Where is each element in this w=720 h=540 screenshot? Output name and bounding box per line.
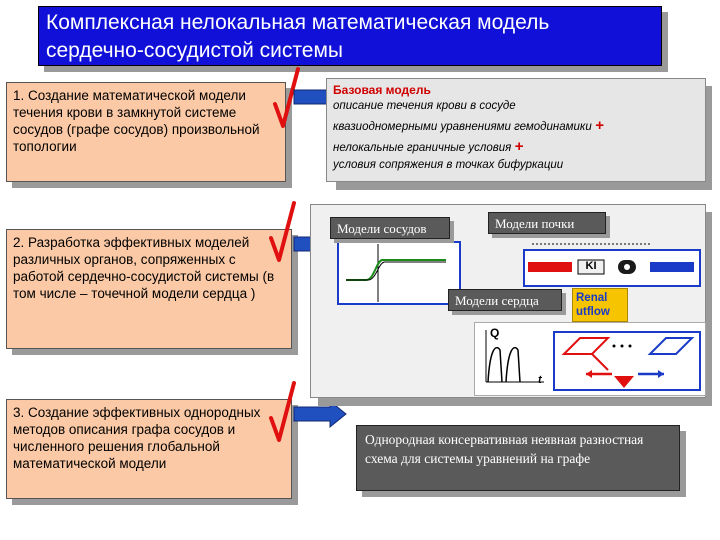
step-box-1: 1. Создание математической модели течени… [6, 82, 286, 182]
base-model-heading: Базовая модель [333, 83, 431, 97]
vessel-model-plot [337, 241, 461, 305]
renal-text-2: utflow [576, 306, 610, 318]
base-model-line-2: квазиодномерными уравнениями гемодинамик… [333, 121, 592, 133]
step-text-3: 3. Создание эффективных однородных метод… [13, 405, 261, 471]
kidney-models-label: Модели почки [488, 212, 606, 234]
renal-outflow-box: Renal utflow [572, 288, 628, 322]
checkmark-icon [269, 381, 296, 442]
title-banner [38, 6, 662, 66]
base-model-line-3: нелокальные граничные условия [333, 142, 512, 154]
base-model-line-3-row: нелокальные граничные условия + [333, 137, 699, 158]
right-arrow-icon [293, 399, 347, 429]
checkmark-icon [269, 201, 296, 262]
flow-curve-plot [485, 330, 544, 383]
step-text-2: 2. Разработка эффективных моделей различ… [13, 235, 275, 301]
title-line-2: сердечно-сосудистой системы [46, 39, 343, 62]
page-title: Комплексная нелокальная математическая м… [46, 9, 656, 65]
renal-text-1: Renal [576, 292, 608, 304]
scheme-text: Однородная консервативная неявная разнос… [365, 432, 644, 466]
title-line-1: Комплексная нелокальная математическая м… [46, 11, 550, 34]
t-axis-label: t [538, 374, 542, 386]
base-model-line-4: условия сопряжения в точках бифуркации [333, 159, 564, 171]
step-box-3: 3. Создание эффективных однородных метод… [6, 399, 292, 499]
kidney-diagram [523, 243, 701, 287]
heart-models-label: Модели сердца [448, 289, 562, 311]
step-text-1: 1. Создание математической модели течени… [13, 88, 260, 154]
plus-sign: + [514, 138, 524, 155]
kidney-ki-label: KI [585, 260, 597, 272]
base-model-line-1: описание течения крови в сосуде [333, 100, 516, 112]
q-axis-label: Q [490, 326, 500, 340]
vessel-models-label: Модели сосудов [330, 217, 450, 239]
plus-sign: + [594, 117, 604, 134]
heart-chambers-diagram [553, 331, 701, 391]
step-box-2: 2. Разработка эффективных моделей различ… [6, 229, 292, 349]
base-model-box: Базовая модель описание течения крови в … [326, 78, 706, 182]
checkmark-icon [273, 67, 300, 128]
scheme-box: Однородная консервативная неявная разнос… [356, 425, 680, 491]
base-model-line-2-row: квазиодномерными уравнениями гемодинамик… [333, 116, 699, 137]
